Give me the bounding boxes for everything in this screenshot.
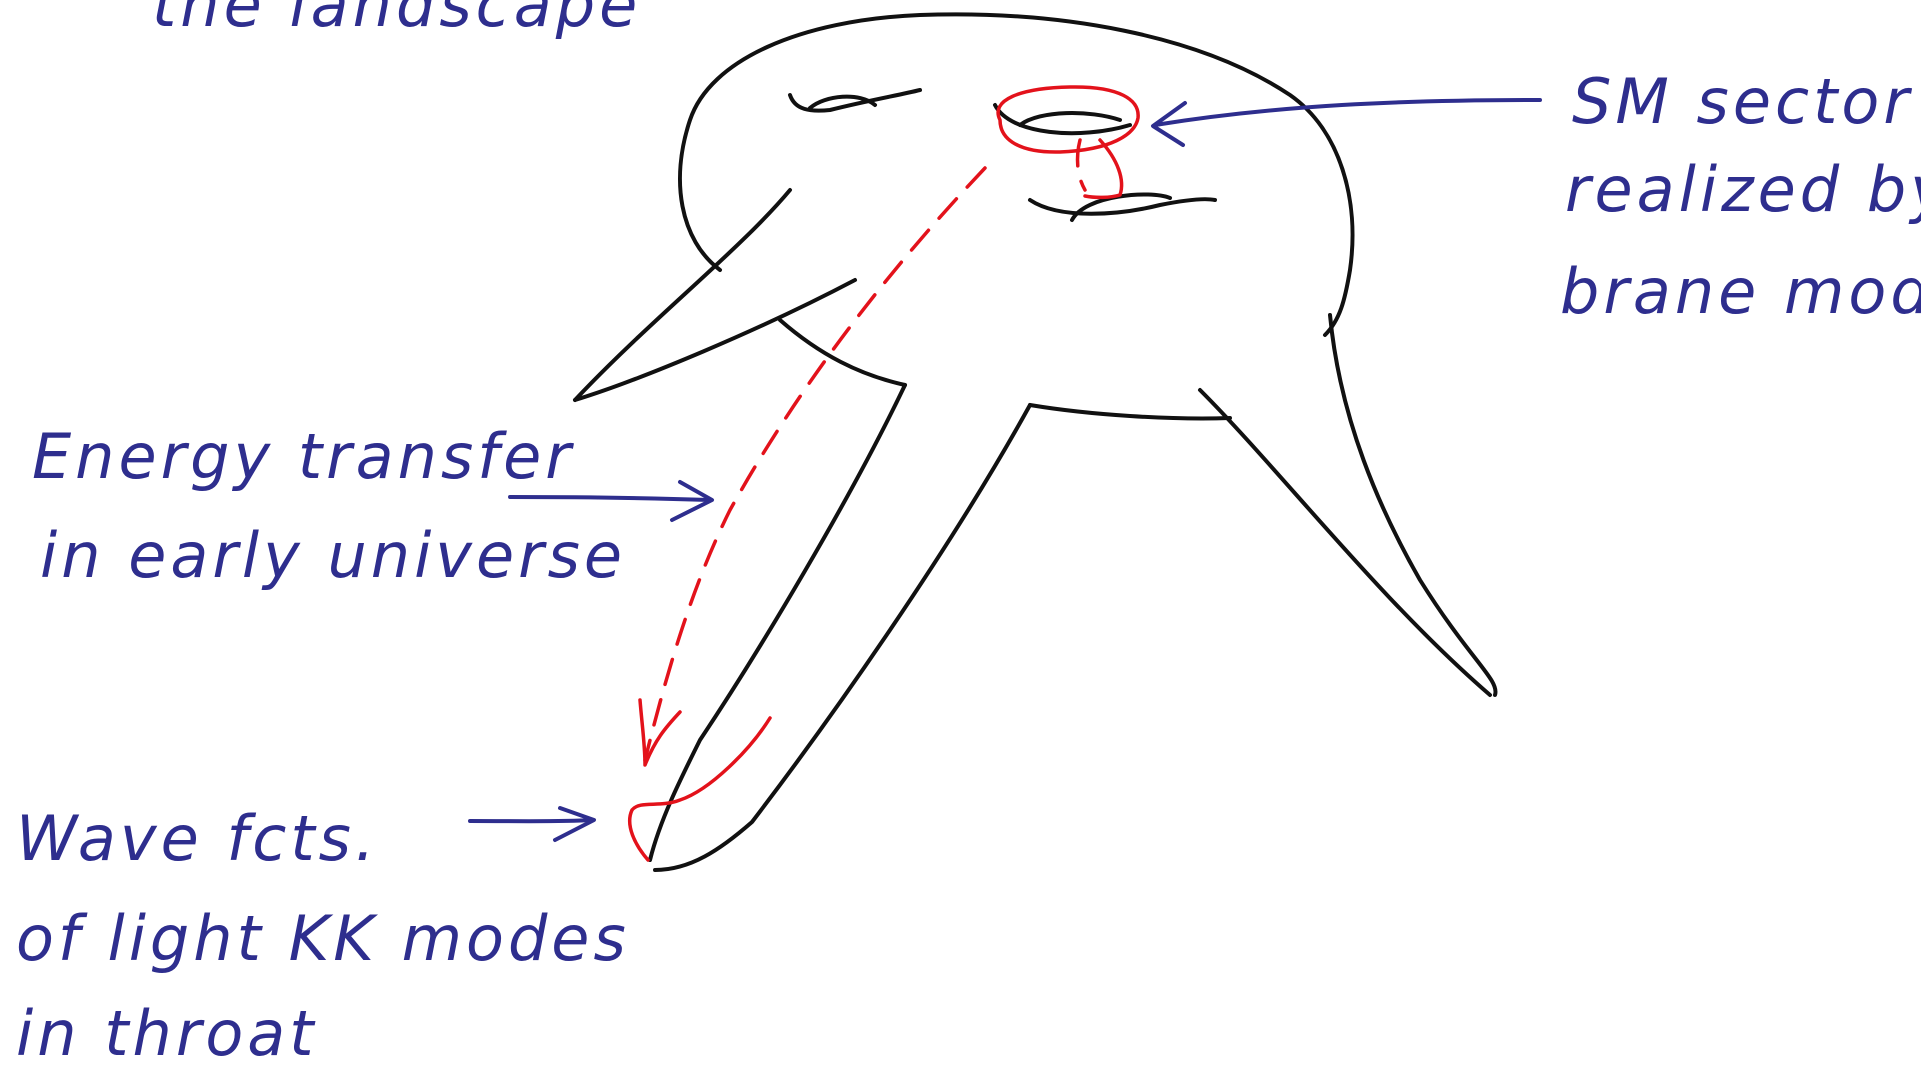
blob-bottom-rim [780,320,905,385]
energy-transfer-label-line2: in early universe [40,519,626,592]
handle-right-top [1030,199,1215,214]
wave-fcts-label-line1: Wave fcts. [16,802,379,875]
energy-transfer-arrow-line [510,497,710,500]
left-throat-upper [575,190,790,400]
right-throat-outer [1330,315,1496,695]
sm-brane-drop-dash [1078,140,1085,190]
blue-arrows [470,100,1540,840]
compact-space-outline [575,14,1496,870]
wave-fcts-label-line2: of light KK modes [16,902,630,975]
top-fragment-label: the landscape [152,0,641,41]
blob-bottom-rim-right [1030,405,1230,418]
middle-throat-right [655,405,1030,870]
energy-transfer-label-line1: Energy transfer [32,420,575,493]
left-throat-lower [575,280,855,400]
sm-sector-arrow-line [1155,100,1540,125]
sm-sector-label-line1: SM sector [1572,65,1913,138]
handle-center-bottom [1020,113,1120,125]
energy-transfer-arrowhead [640,700,680,765]
handwritten-labels: the landscape SM sector realized by bran… [16,0,1921,1070]
wave-fcts-arrowhead-blue [555,808,594,840]
wave-fcts-arrow-line [470,820,592,821]
sm-sector-label-line3: brane models [1560,255,1921,328]
right-throat-inner [1200,390,1490,695]
wave-fcts-label-line3: in throat [16,997,318,1070]
blob-body-outline [680,14,1353,335]
sm-sector-label-line2: realized by [1565,153,1921,226]
energy-transfer-path [645,168,985,760]
red-highlights [630,87,1138,860]
